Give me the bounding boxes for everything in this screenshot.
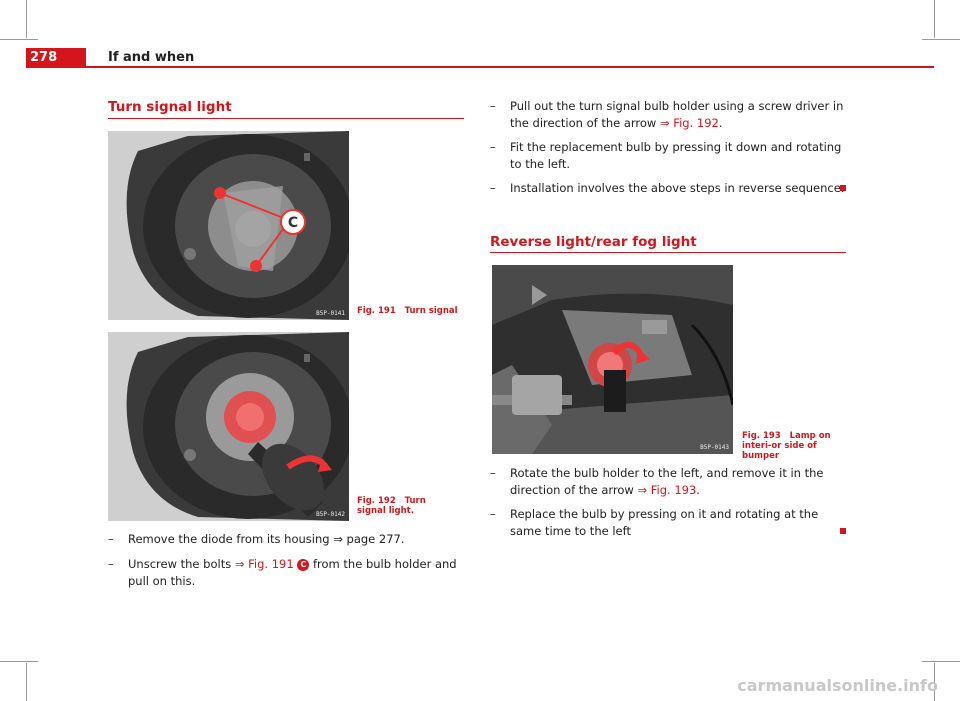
list-item: – Installation involves the above steps … [490,181,845,195]
figure-label: Fig. 191 [357,306,396,316]
figure-caption: Fig. 191 Turn signal [357,306,467,316]
header-rule [86,66,934,68]
page-number: 278 [26,48,86,68]
figure-caption-text: Turn signal light. [357,496,426,516]
list-item: – Rotate the bulb holder to the left, an… [490,466,824,497]
figure-caption-text: Lamp on interi-or side of bumper [742,431,831,461]
figure-reference-link[interactable]: ⇒ Fig. 192 [660,116,719,130]
figure-192-image: B5P-0142 [108,332,349,521]
section-rule [490,252,846,253]
list-item: – Replace the bulb by pressing on it and… [490,507,819,538]
crop-mark [0,39,38,40]
end-of-section-square-icon [840,528,846,534]
figure-reference-link[interactable]: ⇒ Fig. 193 [637,483,697,497]
fig-marker: C [288,215,298,231]
crop-mark [26,0,27,38]
figure-label: Fig. 192 [357,496,396,506]
chapter-title: If and when [108,50,195,65]
watermark: carmanualsonline.info [737,676,938,695]
crop-mark [934,663,935,701]
figure-191-image: C B5P-0141 [108,131,349,320]
section-rule [108,118,464,119]
bullet-dash-icon: – [490,140,496,154]
figure-label: Fig. 193 [742,431,781,441]
bullet-dash-icon: – [490,466,496,480]
list-item: – Remove the diode from its housing ⇒ pa… [108,532,405,546]
figure-caption-text: Turn signal [404,306,458,316]
figure-caption: Fig. 193 Lamp on interi-or side of bumpe… [742,431,848,461]
end-of-section-square-icon [840,185,846,191]
figure-193-image: B5P-0143 [492,265,733,454]
figure-reference-link[interactable]: ⇒ Fig. 191 [234,557,294,571]
callout-badge: C [297,558,310,571]
figure-code: B5P-0142 [316,511,345,518]
crop-mark [922,661,960,662]
list-item: – Pull out the turn signal bulb holder u… [490,99,844,130]
bullet-dash-icon: – [108,557,114,571]
crop-mark [922,39,960,40]
bullet-dash-icon: – [490,507,496,521]
figure-code: B5P-0141 [316,310,345,317]
crop-mark [934,0,935,38]
bullet-dash-icon: – [490,181,496,195]
list-item: – Fit the replacement bulb by pressing i… [490,140,842,171]
list-item: – Unscrew the bolts ⇒ Fig. 191 C from th… [108,557,457,588]
bullet-dash-icon: – [108,532,114,546]
section-title-turn-signal: Turn signal light [108,99,232,115]
crop-mark [0,661,38,662]
section-title-reverse-light: Reverse light/rear fog light [490,234,697,250]
crop-mark [26,663,27,701]
figure-code: B5P-0143 [700,444,729,451]
figure-caption: Fig. 192 Turn signal light. [357,496,457,516]
bullet-dash-icon: – [490,99,496,113]
